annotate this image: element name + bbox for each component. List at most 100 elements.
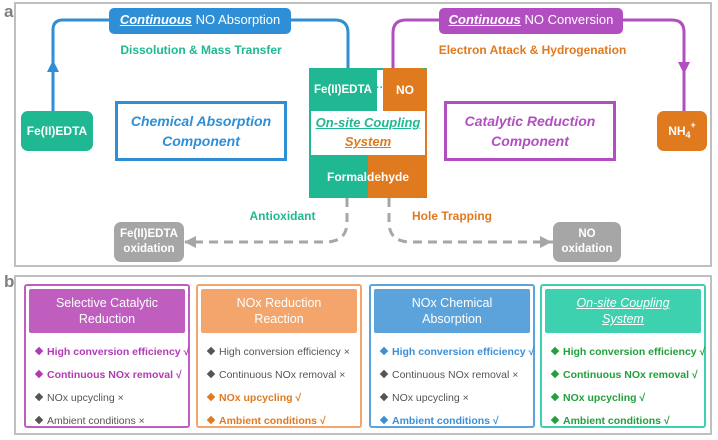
continuous-conversion-header: Continuous NO Conversion xyxy=(439,8,623,34)
criterion-text: High conversion efficiency √ xyxy=(392,346,535,358)
coordination-dots: ··· xyxy=(376,82,387,94)
criterion-item: Continuous NOx removal × xyxy=(206,364,360,387)
card-title-line2: Absorption xyxy=(422,312,482,326)
hole-trapping-label: Hole Trapping xyxy=(411,209,492,223)
panel-a-label: a xyxy=(4,2,14,21)
panel-b-label: b xyxy=(4,272,15,291)
criterion-text: Continuous NOx removal × xyxy=(392,369,519,381)
criterion-item: Ambient conditions √ xyxy=(550,410,704,433)
card-criteria-list: High conversion efficiency × Continuous N… xyxy=(198,341,360,433)
criterion-item: NOx upcycling × xyxy=(34,387,188,410)
criterion-text: NOx upcycling √ xyxy=(563,392,646,404)
criterion-item: High conversion efficiency × xyxy=(206,341,360,364)
criterion-item: Ambient conditions √ xyxy=(379,410,533,433)
fe-oxidation-line1: Fe(II)EDTA xyxy=(120,228,178,240)
criterion-text: Continuous NOx removal × xyxy=(219,369,346,381)
bullet-diamond-icon xyxy=(206,415,216,425)
bullet-diamond-icon xyxy=(206,392,216,402)
bullet-diamond-icon xyxy=(550,392,560,402)
reduction-component-line1: Catalytic Reduction xyxy=(464,113,596,129)
dissolution-label: Dissolution & Mass Transfer xyxy=(120,43,282,57)
criterion-text: High conversion efficiency √ xyxy=(47,346,190,358)
no-oxidation-line1: NO xyxy=(578,228,596,240)
absorption-component-line1: Chemical Absorption xyxy=(130,113,272,129)
bullet-diamond-icon xyxy=(379,392,389,402)
coupling-label-line1: On-site Coupling xyxy=(315,115,421,130)
card-title-line1: NOx Chemical xyxy=(411,296,493,310)
continuous-absorption-header: Continuous NO Absorption xyxy=(109,8,291,34)
card-title-line1: On-site Coupling xyxy=(576,296,670,310)
criterion-item: Continuous NOx removal √ xyxy=(550,364,704,387)
card-title-line2: System xyxy=(602,312,644,326)
coupling-label-line2: System xyxy=(344,134,392,149)
nh4-text: NH xyxy=(668,124,686,138)
bullet-diamond-icon xyxy=(34,415,44,425)
criterion-text: High conversion efficiency √ xyxy=(563,346,706,358)
criterion-item: High conversion efficiency √ xyxy=(550,341,706,364)
bullet-diamond-icon xyxy=(34,392,44,402)
antioxidant-label: Antioxidant xyxy=(249,209,316,223)
card-title-line2: Reaction xyxy=(254,312,304,326)
criterion-text: NOx upcycling × xyxy=(392,392,469,404)
bullet-diamond-icon xyxy=(379,346,389,356)
bullet-diamond-icon xyxy=(379,369,389,379)
absorption-title-em: Continuous xyxy=(119,12,193,27)
criterion-text: Continuous NOx removal √ xyxy=(563,369,698,381)
card-criteria-list: High conversion efficiency √ Continuous N… xyxy=(371,341,535,433)
criterion-item: NOx upcycling √ xyxy=(550,387,704,410)
criterion-text: NOx upcycling √ xyxy=(219,392,302,404)
electron-attack-label: Electron Attack & Hydrogenation xyxy=(438,43,627,57)
criterion-item: Ambient conditions √ xyxy=(206,410,360,433)
fe-edta-oxidation-box: Fe(II)EDTA oxidation xyxy=(114,222,184,262)
center-no-box: NO xyxy=(383,68,427,111)
card-criteria-list: High conversion efficiency √ Continuous N… xyxy=(26,341,190,433)
bullet-diamond-icon xyxy=(34,346,44,356)
absorption-component-line2: Component xyxy=(162,133,240,149)
criterion-item: Continuous NOx removal √ xyxy=(34,364,188,387)
fe-edta-box: Fe(II)EDTA xyxy=(21,111,93,151)
criterion-item: High conversion efficiency √ xyxy=(34,341,190,364)
bullet-diamond-icon xyxy=(550,415,560,425)
conversion-title-em: Continuous xyxy=(448,12,521,27)
card-criteria-list: High conversion efficiency √ Continuous N… xyxy=(542,341,706,433)
absorption-title-rest: NO Absorption xyxy=(192,12,281,27)
criterion-item: NOx upcycling √ xyxy=(206,387,360,410)
criterion-item: Continuous NOx removal × xyxy=(379,364,533,387)
bullet-diamond-icon xyxy=(550,369,560,379)
nh4-superscript: + xyxy=(690,120,696,130)
criterion-text: High conversion efficiency × xyxy=(219,346,350,358)
bullet-diamond-icon xyxy=(206,346,216,356)
criterion-item: NOx upcycling × xyxy=(379,387,533,410)
bullet-diamond-icon xyxy=(379,415,389,425)
bullet-diamond-icon xyxy=(206,369,216,379)
center-fe-edta-box: Fe(II)EDTA xyxy=(309,68,377,111)
criterion-text: Ambient conditions × xyxy=(47,415,145,427)
criterion-text: Continuous NOx removal √ xyxy=(47,369,182,381)
fe-oxidation-line2: oxidation xyxy=(123,243,175,255)
card-title-line1: NOx Reduction xyxy=(236,296,322,310)
card-title-line1: Selective Catalytic xyxy=(55,296,159,310)
conversion-title-rest: NO Conversion xyxy=(520,12,614,27)
criterion-text: Ambient conditions √ xyxy=(563,415,670,427)
criterion-item: Ambient conditions × xyxy=(34,410,188,433)
criterion-text: NOx upcycling × xyxy=(47,392,124,404)
reduction-component-line2: Component xyxy=(491,133,569,149)
nh4-subscript: 4 xyxy=(685,130,691,140)
bullet-diamond-icon xyxy=(34,369,44,379)
card-title-line2: Reduction xyxy=(78,312,136,326)
criterion-text: Ambient conditions √ xyxy=(392,415,499,427)
